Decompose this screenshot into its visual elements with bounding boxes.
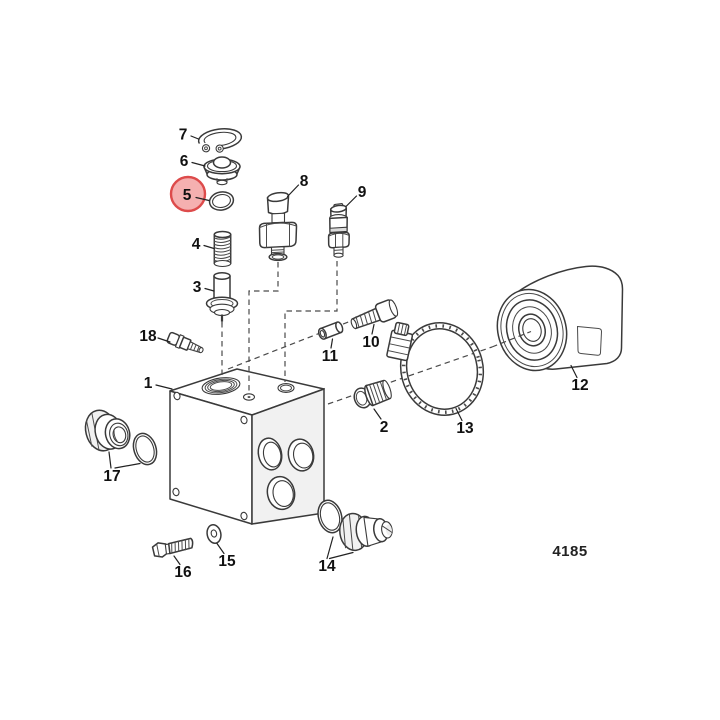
svg-text:12: 12 [571, 377, 588, 394]
svg-text:16: 16 [174, 564, 192, 581]
svg-text:7: 7 [179, 127, 188, 144]
callout-18[interactable]: 18 [139, 328, 171, 345]
part-7-snap-ring-drawing [196, 127, 243, 158]
callout-1[interactable]: 1 [144, 375, 173, 392]
part-13-clamp-drawing [386, 321, 485, 416]
svg-text:3: 3 [193, 279, 202, 296]
svg-text:4: 4 [192, 236, 201, 253]
part-15-washer-drawing [206, 524, 222, 544]
part-9-sensor-drawing [327, 203, 350, 258]
part-1-manifold-block-drawing [169, 368, 325, 525]
svg-text:17: 17 [103, 468, 120, 485]
callout-17[interactable]: 17 [103, 451, 141, 485]
callout-15[interactable]: 15 [216, 542, 236, 571]
part-4-spring-drawing [213, 230, 232, 268]
part-10-screw-drawing [350, 299, 399, 330]
svg-text:18: 18 [139, 328, 157, 345]
svg-text:15: 15 [218, 553, 236, 570]
filter-axis-line [491, 330, 532, 348]
svg-text:8: 8 [300, 173, 309, 190]
callout-8[interactable]: 8 [286, 173, 309, 198]
callout-6[interactable]: 6 [180, 153, 206, 170]
svg-text:13: 13 [456, 420, 474, 437]
part-18-fitting-drawing [166, 331, 204, 354]
callout-5: 5 [183, 187, 192, 204]
part-2-plug-drawing [353, 379, 392, 409]
callout-4[interactable]: 4 [192, 236, 215, 253]
callout-7[interactable]: 7 [179, 127, 200, 144]
part-11-bushing-drawing [317, 321, 344, 340]
part-14-fitting-drawing [317, 499, 393, 552]
svg-text:14: 14 [318, 558, 336, 575]
callout-5-leader [195, 196, 210, 202]
callout-13[interactable]: 13 [455, 407, 474, 438]
callout-11[interactable]: 11 [322, 338, 339, 365]
svg-text:10: 10 [362, 334, 379, 351]
callout-12[interactable]: 12 [570, 364, 589, 395]
callout-9[interactable]: 9 [345, 184, 367, 208]
callout-14[interactable]: 14 [318, 536, 354, 575]
part-16-bolt-drawing [151, 537, 194, 558]
callout-3[interactable]: 3 [193, 279, 215, 296]
part-12-filter-drawing [496, 265, 624, 372]
part-17-fitting-drawing [84, 409, 158, 466]
svg-text:6: 6 [180, 153, 189, 170]
callout-10[interactable]: 10 [362, 323, 380, 352]
part-8-sensor-drawing [258, 191, 298, 262]
svg-text:11: 11 [322, 348, 339, 365]
callout-5-highlight-group[interactable]: 5 [169, 175, 210, 213]
callout-16[interactable]: 16 [173, 555, 192, 581]
svg-text:1: 1 [144, 375, 153, 392]
part-3-valve-drawing [205, 272, 239, 325]
svg-text:2: 2 [380, 419, 389, 436]
callout-2[interactable]: 2 [373, 408, 389, 436]
part-5-oring-drawing [208, 191, 235, 211]
figure-number: 4185 [552, 543, 587, 560]
part-5-highlight-circle [169, 175, 207, 213]
part-6-cap-drawing [203, 156, 241, 186]
svg-text:9: 9 [358, 184, 367, 201]
